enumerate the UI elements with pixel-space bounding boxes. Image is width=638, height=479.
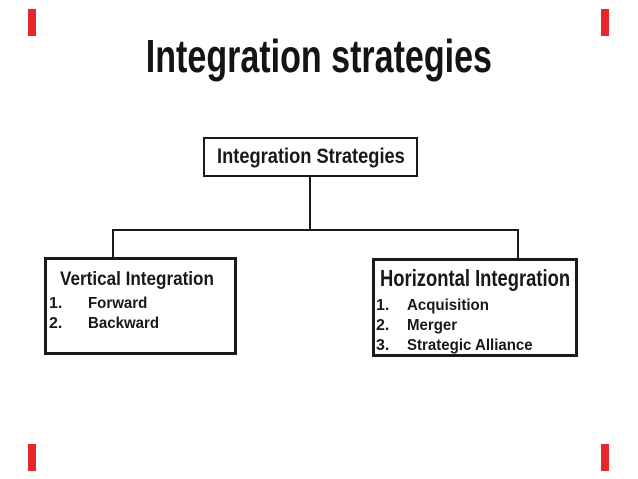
list-item-label: Merger (407, 317, 458, 334)
list-item: 1. Forward (47, 294, 234, 314)
list-item-label: Backward (88, 315, 160, 332)
list-item-number: 3. (376, 337, 390, 354)
list-item-number: 2. (376, 317, 390, 334)
horizontal-integration-list: 1. Acquisition 2. Merger 3. Strategic Allianc… (375, 296, 575, 356)
list-item-label: Forward (88, 295, 148, 312)
connector-root-vertical (309, 176, 311, 230)
node-integration-strategies-label: Integration Strategies (216, 145, 405, 168)
slide-title: Integration strategies (0, 33, 638, 79)
list-item-number: 1. (376, 297, 390, 314)
red-corner-mark-top-right (601, 9, 609, 36)
list-item-number: 1. (49, 295, 63, 312)
red-corner-mark-top-left (28, 9, 36, 36)
node-integration-strategies: Integration Strategies (203, 137, 418, 177)
connector-horizontal (112, 229, 519, 231)
list-item: 1. Acquisition (375, 296, 575, 316)
red-corner-mark-bottom-left (28, 444, 36, 471)
list-item-label: Acquisition (407, 297, 489, 314)
node-vertical-integration-heading: Vertical Integration (60, 270, 234, 289)
node-vertical-integration: Vertical Integration 1. Forward 2. Backward (44, 257, 237, 355)
list-item: 2. Backward (47, 314, 234, 334)
connector-right-drop (517, 229, 519, 259)
node-vertical-integration-label: Vertical Integration (60, 269, 214, 290)
red-corner-mark-bottom-right (601, 444, 609, 471)
node-horizontal-integration: Horizontal Integration 1. Acquisition 2. Me… (372, 258, 578, 357)
list-item: 2. Merger (375, 316, 575, 336)
list-item-number: 2. (49, 315, 63, 332)
node-horizontal-integration-label: Horizontal Integration (380, 265, 571, 291)
node-horizontal-integration-heading: Horizontal Integration (380, 267, 575, 290)
list-item: 3. Strategic Alliance (375, 336, 575, 356)
slide-title-text: Integration strategies (145, 30, 493, 82)
connector-left-drop (112, 229, 114, 258)
list-item-label: Strategic Alliance (407, 337, 533, 354)
vertical-integration-list: 1. Forward 2. Backward (47, 294, 234, 334)
